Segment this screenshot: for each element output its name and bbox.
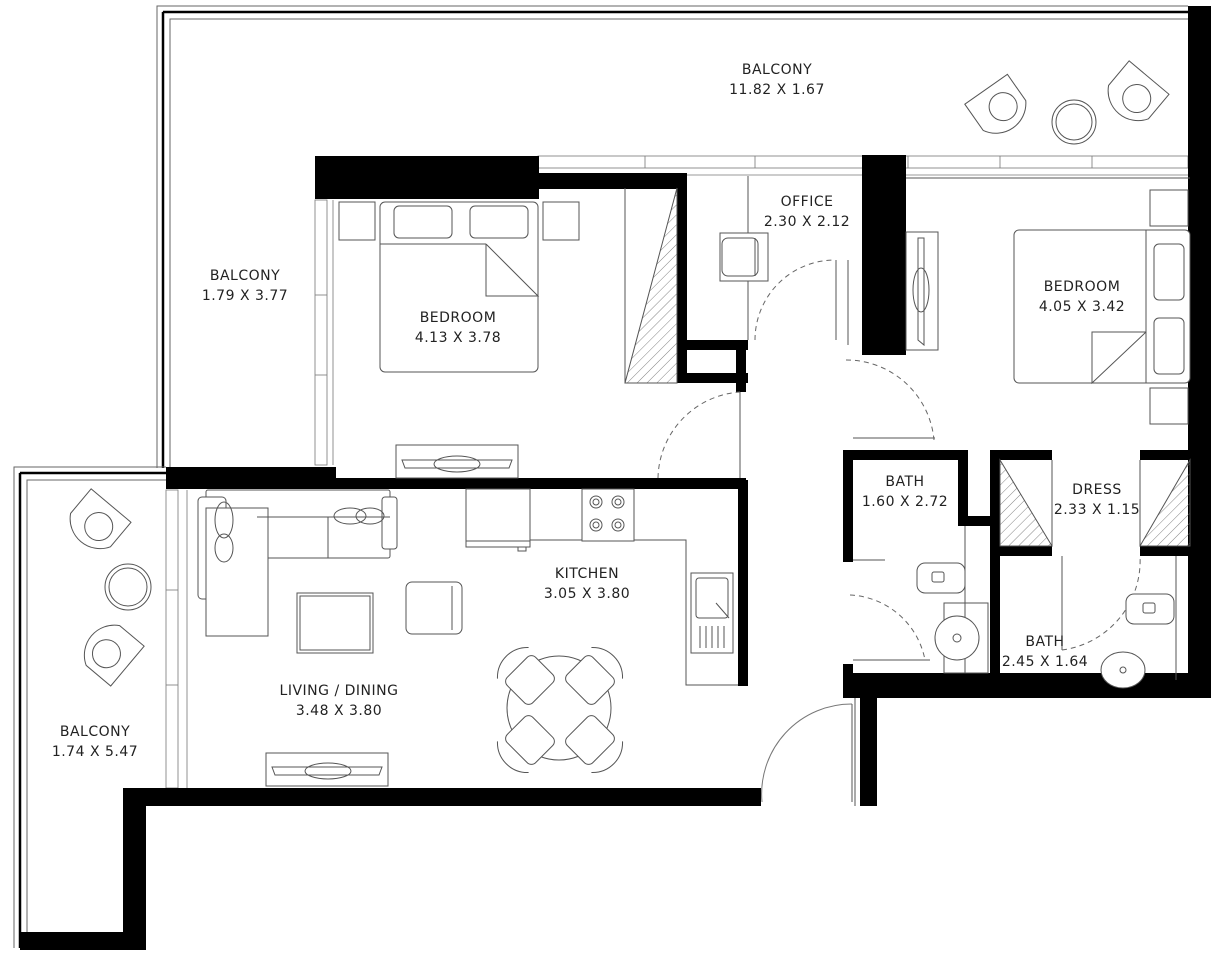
room-size: 2.30 X 2.12 bbox=[763, 214, 851, 230]
lounge-chair bbox=[83, 624, 145, 687]
room-label-balcony-top: BALCONY 11.82 X 1.67 bbox=[729, 60, 825, 100]
entrance-door bbox=[761, 703, 853, 803]
room-name: BALCONY bbox=[59, 724, 131, 740]
doors bbox=[657, 259, 1141, 803]
toilet bbox=[1125, 593, 1175, 625]
nightstand bbox=[338, 201, 376, 241]
room-label-living-dining: LIVING / DINING 3.48 X 3.80 bbox=[280, 681, 399, 721]
walls bbox=[20, 6, 1211, 950]
room-label-office: OFFICE 2.30 X 2.12 bbox=[764, 192, 850, 232]
lounge-chair bbox=[69, 488, 132, 550]
room-size: 3.05 X 3.80 bbox=[543, 586, 631, 602]
dining-chair bbox=[565, 715, 624, 774]
room-name: DRESS bbox=[1072, 482, 1122, 498]
double-bed-2 bbox=[1013, 229, 1191, 385]
side-table bbox=[104, 563, 152, 611]
washbasin bbox=[934, 602, 989, 674]
balcony-left-rail bbox=[13, 466, 166, 948]
room-name: BEDROOM bbox=[419, 310, 497, 326]
room-size: 4.05 X 3.42 bbox=[1038, 299, 1126, 315]
lounge-chair bbox=[1107, 60, 1170, 122]
dining-chair bbox=[565, 646, 624, 705]
tv-unit-bedroom-2 bbox=[905, 231, 939, 351]
nightstand bbox=[542, 201, 580, 241]
dining-chair bbox=[496, 715, 555, 774]
washbasin bbox=[1100, 651, 1146, 689]
room-name: BEDROOM bbox=[1043, 279, 1121, 295]
sofa bbox=[197, 489, 398, 637]
bedroom-1-door bbox=[657, 391, 741, 479]
bath-1-door bbox=[849, 594, 926, 661]
room-name: KITCHEN bbox=[554, 566, 620, 582]
nightstand bbox=[1149, 189, 1189, 227]
room-name: BALCONY bbox=[209, 268, 281, 284]
room-name: OFFICE bbox=[780, 194, 834, 210]
room-size: 1.79 X 3.77 bbox=[201, 288, 289, 304]
room-label-bath-1: BATH 1.60 X 2.72 bbox=[862, 472, 948, 512]
room-label-bedroom-1: BEDROOM 4.13 X 3.78 bbox=[415, 308, 501, 348]
room-size: 2.45 X 1.64 bbox=[1001, 654, 1089, 670]
window-living-left bbox=[165, 489, 188, 789]
room-label-bath-2: BATH 2.45 X 1.64 bbox=[1002, 632, 1088, 672]
bath-2-door bbox=[1061, 555, 1141, 651]
room-size: 2.33 X 1.15 bbox=[1053, 502, 1141, 518]
room-size: 11.82 X 1.67 bbox=[729, 82, 825, 98]
lounge-chair bbox=[964, 73, 1027, 134]
room-label-dress: DRESS 2.33 X 1.15 bbox=[1054, 480, 1140, 520]
wardrobe-dress-left bbox=[999, 458, 1053, 547]
balcony-top-rail bbox=[156, 5, 1188, 468]
window-bedroom-left bbox=[314, 199, 334, 466]
toilet bbox=[916, 562, 966, 594]
kitchen-sink bbox=[690, 572, 734, 654]
office-chair bbox=[719, 232, 769, 282]
wardrobe-bedroom-1 bbox=[624, 187, 678, 384]
room-label-bedroom-2: BEDROOM 4.05 X 3.42 bbox=[1039, 277, 1125, 317]
room-label-kitchen: KITCHEN 3.05 X 3.80 bbox=[544, 564, 630, 604]
room-size: 3.48 X 3.80 bbox=[295, 703, 383, 719]
room-name: BATH bbox=[1025, 634, 1065, 650]
tv-unit-living bbox=[265, 752, 389, 787]
partitions bbox=[747, 176, 1190, 806]
room-size: 4.13 X 3.78 bbox=[414, 330, 502, 346]
tv-unit-bedroom-1 bbox=[395, 444, 519, 479]
room-name: LIVING / DINING bbox=[279, 683, 399, 699]
room-name: BATH bbox=[885, 474, 925, 490]
room-label-balcony-bottom-left: BALCONY 1.74 X 5.47 bbox=[52, 722, 138, 762]
wardrobe-dress-right bbox=[1139, 458, 1191, 547]
bedroom-2-door bbox=[845, 359, 935, 441]
side-table bbox=[1051, 99, 1097, 145]
double-bed-1 bbox=[379, 201, 540, 373]
room-size: 1.74 X 5.47 bbox=[51, 744, 139, 760]
dining-chair bbox=[496, 646, 555, 705]
refrigerator bbox=[465, 488, 531, 552]
room-name: BALCONY bbox=[741, 62, 813, 78]
office-door bbox=[754, 259, 835, 341]
coffee-table bbox=[296, 592, 374, 654]
armchair bbox=[405, 581, 463, 635]
room-size: 1.60 X 2.72 bbox=[861, 494, 949, 510]
cooktop bbox=[581, 488, 635, 542]
nightstand bbox=[1149, 387, 1189, 425]
room-label-balcony-left: BALCONY 1.79 X 3.77 bbox=[202, 266, 288, 306]
